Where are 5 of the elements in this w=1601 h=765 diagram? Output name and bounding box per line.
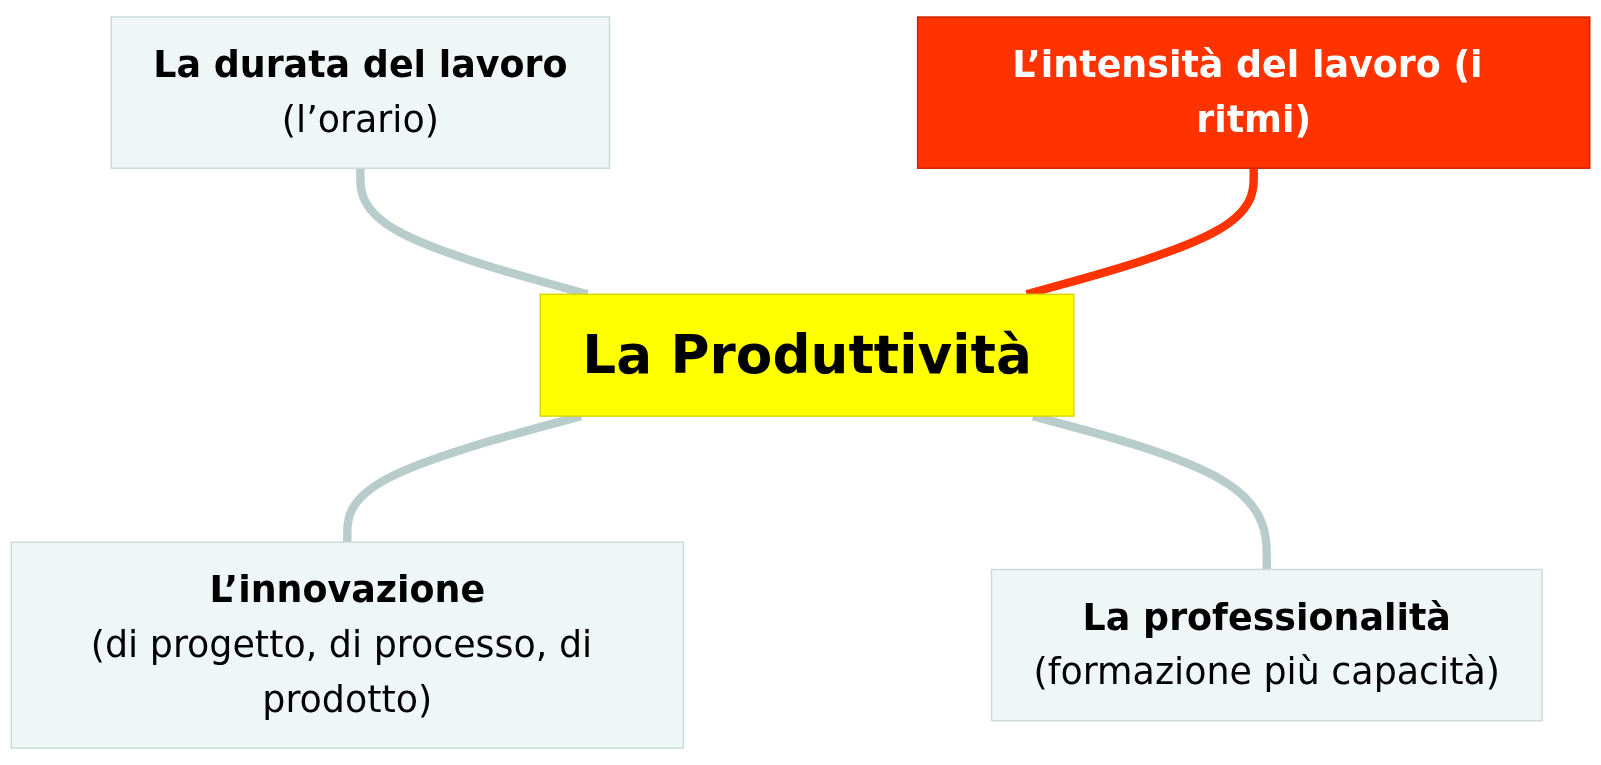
node-box: La professionalità (formazione più capacità) xyxy=(990,568,1543,722)
node-box: L’intensità del lavoro (i ritmi) xyxy=(916,16,1591,169)
node-box: La Produttività xyxy=(539,293,1075,417)
node-box: La durata del lavoro (l’orario) xyxy=(110,16,611,169)
node-box: L’innovazione (di progetto, di processo, di prodotto) xyxy=(10,541,685,749)
